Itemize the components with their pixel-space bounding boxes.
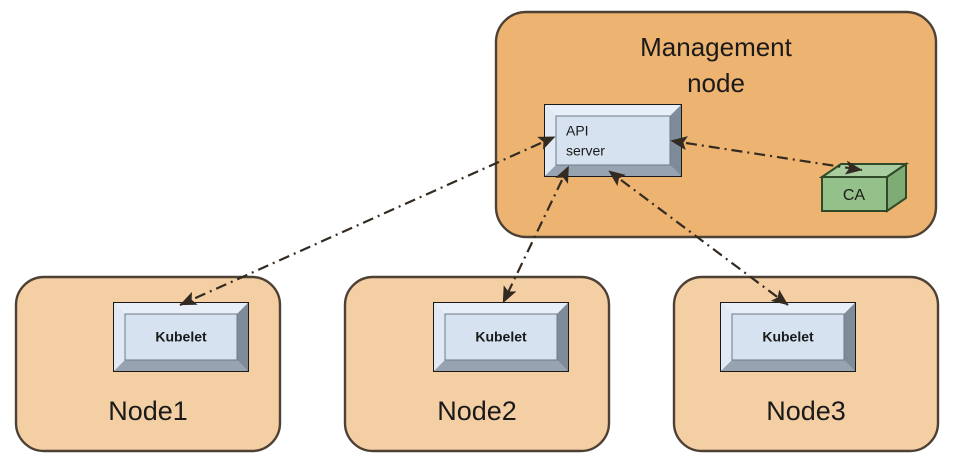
kubelet-bevel-left-node2 [434,303,445,371]
worker-node-1-title: Node1 [108,396,188,426]
kubelet-bevel-left-node3 [721,303,732,371]
worker-node-1[interactable]: Kubelet Node1 [14,275,282,453]
api-server-bevel-right [670,105,681,176]
kubelet-bevel-bottom-node2 [434,360,568,371]
kubelet-box-node2[interactable]: Kubelet [433,302,569,372]
kubelet-bevel-right-node2 [557,303,568,371]
kubelet-face-node1 [124,313,238,361]
management-node-title-line1: Management [640,32,793,62]
worker-node-3[interactable]: Kubelet Node3 [672,275,940,453]
kubelet-bevel-left-node1 [114,303,125,371]
kubelet-bevel-bottom-node3 [721,360,855,371]
kubelet-box-node3[interactable]: Kubelet [720,302,856,372]
connector-layer [179,136,863,307]
kubelet-face-node3 [731,313,845,361]
worker-node-2-title: Node2 [437,396,517,426]
management-node-title-line2: node [687,68,745,98]
api-server-bevel-bottom [545,165,681,176]
kubelet-box-node1[interactable]: Kubelet [113,302,249,372]
connector-apiserver-kubelet-node1[interactable] [179,136,556,307]
worker-node-2[interactable]: Kubelet Node2 [343,275,611,453]
kubelet-bevel-right-node1 [237,303,248,371]
kubelet-bevel-top-node2 [434,303,568,314]
kubelet-label-node2: Kubelet [475,329,527,345]
ca-label: CA [843,187,866,204]
api-server-label-line1: API [566,123,589,139]
kubelet-bevel-right-node3 [844,303,855,371]
api-server-label-line2: server [566,143,605,159]
api-server-face [555,115,671,166]
kubelet-bevel-bottom-node1 [114,360,248,371]
kubelet-bevel-top-node1 [114,303,248,314]
ca-box-front-face [821,176,888,212]
api-server-bevel-left [545,105,556,176]
kubelet-bevel-top-node3 [721,303,855,314]
ca-box[interactable]: CA [818,162,910,213]
kubelet-face-node2 [444,313,558,361]
kubelet-label-node1: Kubelet [155,329,207,345]
api-server-bevel-top [545,105,681,116]
api-server-box[interactable]: API server [544,104,682,177]
worker-node-3-title: Node3 [766,396,846,426]
connector-apiserver-ca[interactable] [670,136,863,175]
kubelet-label-node3: Kubelet [762,329,814,345]
